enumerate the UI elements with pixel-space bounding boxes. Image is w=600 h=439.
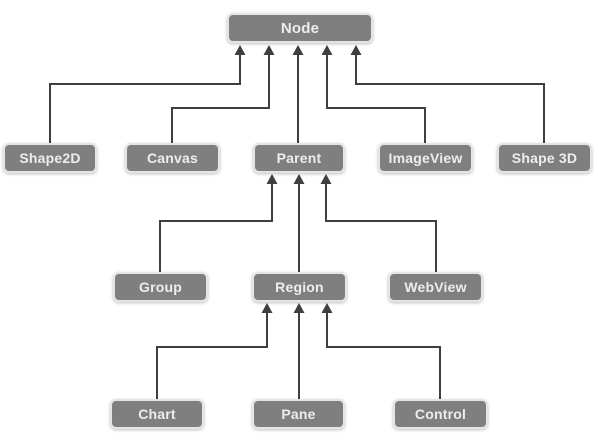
node-label-region: Region xyxy=(275,279,324,295)
node-box-imageview: ImageView xyxy=(378,143,473,173)
node-box-shape3d: Shape 3D xyxy=(497,143,592,173)
node-box-chart: Chart xyxy=(110,399,204,429)
node-label-canvas: Canvas xyxy=(146,150,198,166)
edge-group-to-parent xyxy=(159,174,278,272)
edge-region-to-parent xyxy=(293,174,305,272)
node-label-group: Group xyxy=(139,279,182,295)
node-label-chart: Chart xyxy=(138,406,176,422)
node-label-webview: WebView xyxy=(404,279,467,295)
node-label-parent: Parent xyxy=(276,150,322,166)
edge-chart-to-region xyxy=(156,303,273,399)
node-label-control: Control xyxy=(414,406,467,422)
node-box-parent: Parent xyxy=(253,143,345,173)
node-label-pane: Pane xyxy=(281,406,316,422)
edge-imageview-to-node xyxy=(321,45,426,143)
edge-shape3d-to-node xyxy=(350,45,545,143)
node-label-imageview: ImageView xyxy=(388,150,463,166)
edge-shape2d-to-node xyxy=(49,45,246,143)
node-box-pane: Pane xyxy=(252,399,345,429)
node-box-control: Control xyxy=(393,399,488,429)
node-box-shape2d: Shape2D xyxy=(3,143,97,173)
node-box-webview: WebView xyxy=(388,272,483,302)
node-box-canvas: Canvas xyxy=(125,143,220,173)
node-label-node: Node xyxy=(280,19,320,37)
edge-pane-to-region xyxy=(293,303,305,399)
edge-webview-to-parent xyxy=(320,174,437,272)
node-box-group: Group xyxy=(113,272,208,302)
node-label-shape2d: Shape2D xyxy=(19,150,81,166)
edge-control-to-region xyxy=(321,303,441,399)
edge-parent-to-node xyxy=(292,45,304,143)
edge-canvas-to-node xyxy=(171,45,275,143)
node-box-node: Node xyxy=(227,13,373,43)
node-label-shape3d: Shape 3D xyxy=(511,150,578,166)
node-box-region: Region xyxy=(252,272,347,302)
